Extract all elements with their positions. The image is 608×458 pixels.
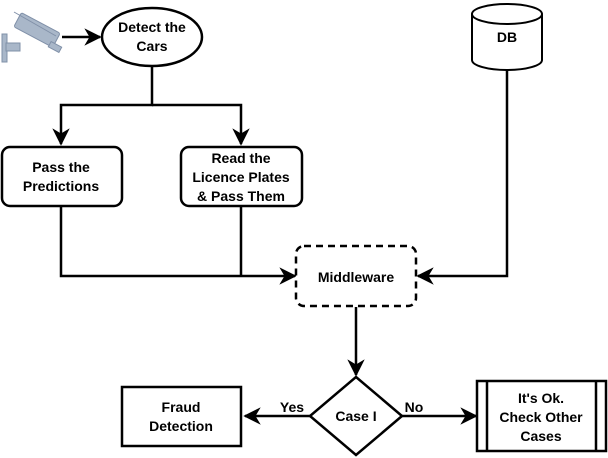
read-line2: Licence Plates (192, 169, 289, 185)
edge-db-to-middleware (416, 70, 509, 285)
node-fraud-detection: Fraud Detection (120, 385, 243, 448)
case-label: Case I (335, 408, 376, 424)
edge-yes-label: Yes (280, 399, 304, 415)
database-icon: DB (471, 3, 543, 71)
edge-pass-to-middleware (59, 207, 297, 285)
fraud-line2: Detection (149, 418, 213, 434)
security-camera-icon (1, 11, 63, 63)
node-read-plates: Read the Licence Plates & Pass Them (179, 145, 304, 208)
read-line1: Read the (211, 150, 270, 166)
fraud-line1: Fraud (162, 399, 201, 415)
middleware-label: Middleware (318, 269, 394, 285)
detect-line1: Detect the (118, 19, 186, 35)
pass-line2: Predictions (23, 178, 99, 194)
node-middleware: Middleware (294, 244, 418, 308)
node-case-decision: Case I (308, 375, 404, 457)
edge-no-label: No (405, 399, 424, 415)
node-check-other-cases: It's Ok. Check Other Cases (475, 379, 608, 453)
edge-detect-split (52, 66, 154, 146)
ok-line3: Cases (520, 428, 561, 444)
detect-line2: Cars (136, 38, 167, 54)
ok-line1: It's Ok. (518, 390, 564, 406)
db-label: DB (497, 29, 517, 45)
edge-detect-to-read (152, 103, 250, 146)
node-detect-cars: Detect the Cars (100, 6, 204, 68)
node-pass-predictions: Pass the Predictions (0, 145, 124, 208)
pass-line1: Pass the (32, 159, 90, 175)
read-line3: & Pass Them (197, 188, 285, 204)
ok-line2: Check Other (499, 409, 583, 425)
edges (52, 28, 509, 425)
